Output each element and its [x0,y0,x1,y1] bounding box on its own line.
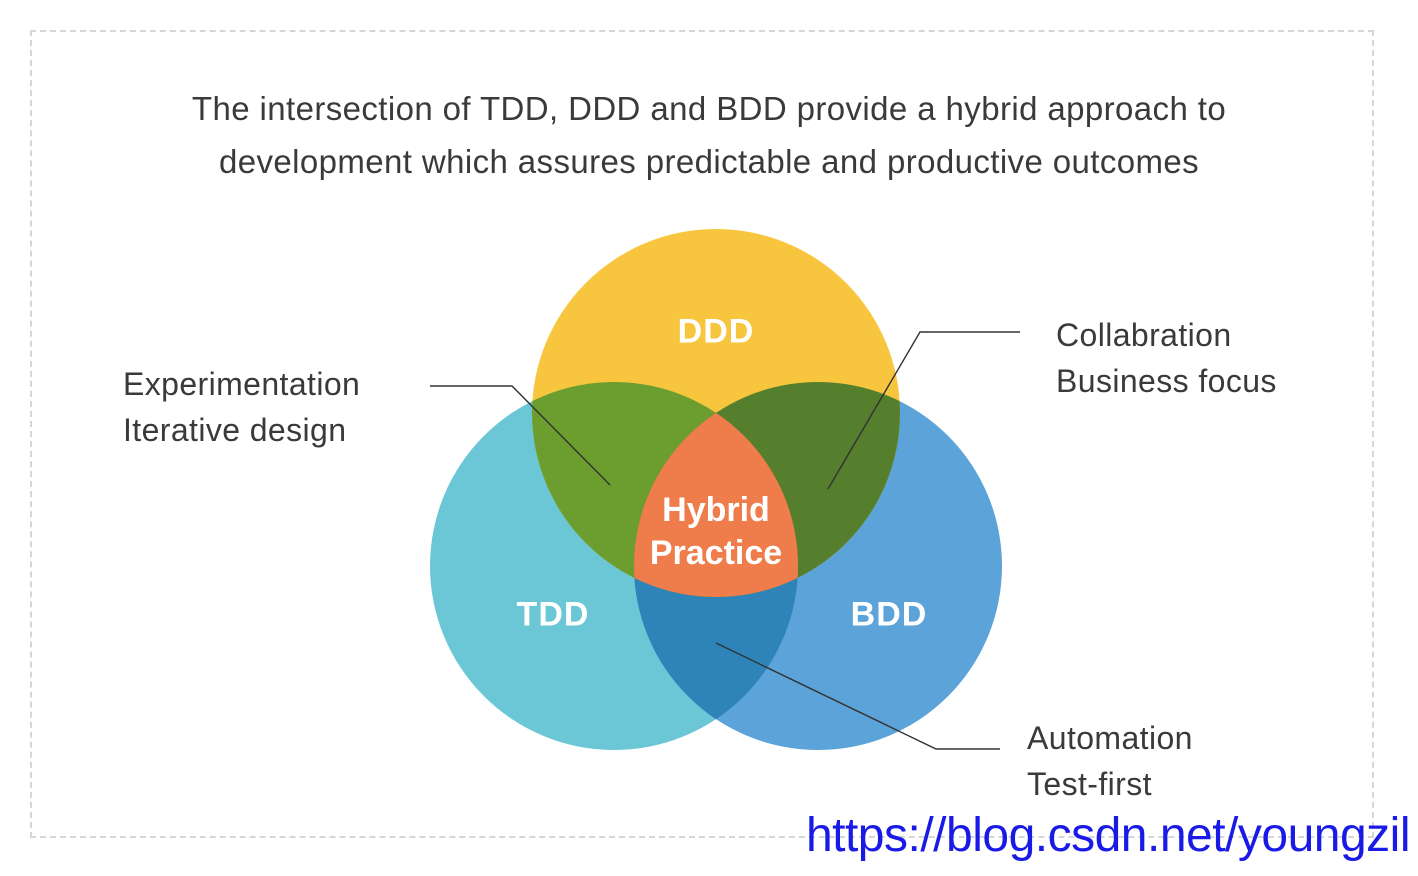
diagram-frame [30,30,1374,838]
watermark-url: https://blog.csdn.net/youngzil [805,809,1411,862]
ddd-label: DDD [677,312,755,351]
hybrid-line-1: Hybrid [662,491,770,529]
callout-left-line-1: Experimentation [123,366,361,402]
headline: The intersection of TDD, DDD and BDD pro… [100,82,1318,188]
bdd-label: BDD [850,595,928,634]
callout-right-line-2: Business focus [1056,363,1277,399]
callout-bottom-line-1: Automation [1027,720,1193,756]
callout-left: Experimentation Iterative design [123,361,360,453]
callout-line-bottom [715,642,1000,750]
callout-right-line-1: Collabration [1056,317,1232,353]
overlap-center [634,382,798,597]
callout-right: Collabration Business focus [1056,312,1277,404]
callout-left-line-2: Iterative design [123,412,347,448]
headline-line-1: The intersection of TDD, DDD and BDD pro… [191,90,1227,127]
callout-bottom-line-2: Test-first [1027,766,1152,802]
hybrid-line-2: Practice [649,534,783,572]
hybrid-practice-label: Hybrid Practice [650,489,782,575]
tdd-label: TDD [516,595,590,634]
callout-line-right [827,331,1020,490]
headline-line-2: development which assures predictable an… [218,143,1200,180]
callout-line-left [430,385,611,486]
callout-bottom: Automation Test-first [1027,715,1193,807]
